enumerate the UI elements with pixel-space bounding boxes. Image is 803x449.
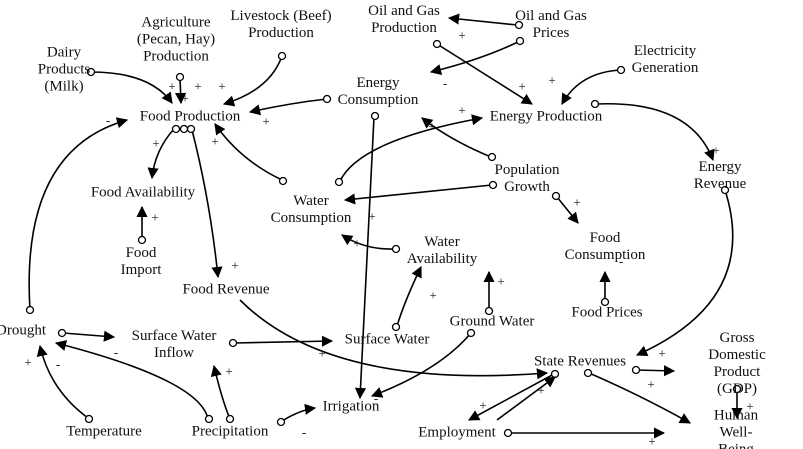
link-food-production-revenue <box>191 129 223 279</box>
node-drought: Drought <box>0 322 46 339</box>
link-drought-inflow <box>62 330 116 342</box>
link-ground-water-irrigation <box>370 332 472 398</box>
link-precipitation-irrigation <box>281 403 317 422</box>
node-energy-revenue: Energy Revenue <box>693 159 747 192</box>
link-prices-production <box>447 13 518 26</box>
node-oil-gas-production: Oil and Gas Production <box>368 3 440 36</box>
node-energy-consumption: Energy Consumption <box>337 75 419 108</box>
sign-plus: + <box>537 382 545 398</box>
sign-plus: + <box>458 102 466 118</box>
sign-plus: + <box>231 257 239 273</box>
node-food-consumption: Food Consumption <box>564 230 646 263</box>
link-employment-state <box>496 376 556 421</box>
sign-plus: + <box>218 78 226 94</box>
sign-plus: + <box>181 90 189 106</box>
node-water-consumption: Water Consumption <box>270 193 352 226</box>
node-food-availability: Food Availability <box>90 184 196 201</box>
node-human-wellbeing: Human Well-Being <box>713 407 759 449</box>
link-livestock-food-production <box>222 55 283 107</box>
sign-plus: + <box>428 118 436 134</box>
node-agriculture-production: Agriculture (Pecan, Hay) Production <box>136 14 216 65</box>
sign-plus: + <box>647 376 655 392</box>
link-population-energy-consumption <box>421 117 492 158</box>
node-surface-water: Surface Water <box>344 331 430 348</box>
link-energy-revenue-state <box>635 189 734 356</box>
node-livestock-production: Livestock (Beef) Production <box>230 8 332 41</box>
sign-plus: + <box>353 235 361 251</box>
sign-plus: + <box>368 208 376 224</box>
link-temperature-drought <box>36 344 89 419</box>
sign-minus: - <box>55 356 61 372</box>
sign-plus: + <box>479 397 487 413</box>
link-oilgas-energy-production <box>436 43 533 105</box>
link-drought-food-production <box>28 117 129 311</box>
node-water-availability: Water Availability <box>406 234 478 267</box>
sign-plus: + <box>518 78 526 94</box>
link-water-consumption-food-production <box>214 123 283 181</box>
sign-plus: + <box>573 194 581 210</box>
sign-plus: + <box>168 78 176 94</box>
link-agriculture-food-production <box>175 77 187 105</box>
link-state-gdp <box>636 365 676 377</box>
sign-minus: - <box>105 112 111 128</box>
sign-minus: - <box>618 253 624 269</box>
node-surface-water-inflow: Surface Water Inflow <box>131 328 217 361</box>
sign-minus: - <box>301 424 307 440</box>
link-state-employment <box>468 373 555 421</box>
sign-plus: + <box>497 273 505 289</box>
node-oil-gas-prices: Oil and Gas Prices <box>515 8 587 41</box>
sign-plus: + <box>429 287 437 303</box>
node-food-production: Food Production <box>139 108 241 125</box>
link-prices-energy-consumption <box>429 41 519 76</box>
sign-plus: + <box>548 72 556 88</box>
link-population-food-consumption <box>556 196 579 224</box>
sign-plus: + <box>24 354 32 370</box>
node-population-growth: Population Growth <box>494 162 560 195</box>
node-state-revenues: State Revenues <box>533 353 627 370</box>
node-precipitation: Precipitation <box>191 423 269 440</box>
sign-minus: - <box>373 390 379 406</box>
node-electricity-generation: Electricity Generation <box>631 43 699 76</box>
node-food-prices: Food Prices <box>571 304 643 321</box>
link-food-production-availability <box>147 128 175 180</box>
link-food-revenue-state <box>239 299 549 380</box>
sign-minus: - <box>442 75 448 91</box>
link-water-availability-consumption <box>341 234 396 250</box>
node-food-import: Food Import <box>120 245 162 278</box>
sign-plus: + <box>712 142 720 158</box>
node-ground-water: Ground Water <box>449 313 535 330</box>
sign-plus: + <box>746 398 754 414</box>
sign-plus: + <box>152 135 160 151</box>
sign-plus: + <box>211 133 219 149</box>
sign-minus: - <box>113 344 119 360</box>
node-irrigation: Irrigation <box>322 398 380 415</box>
link-dairy-food-production <box>90 71 173 104</box>
link-energy-consumption-irrigation <box>354 116 375 400</box>
link-energy-production-revenue <box>595 102 715 162</box>
link-surface-water-availability <box>396 265 422 327</box>
link-energy-consumption-food-production <box>248 98 328 116</box>
link-inflow-surface-water <box>234 335 334 347</box>
node-gdp: Gross Domestic Product (GDP) <box>708 330 766 397</box>
link-state-wellbeing <box>588 372 691 424</box>
node-employment: Employment <box>418 424 496 441</box>
sign-plus: + <box>194 78 202 94</box>
sign-plus: + <box>225 363 233 379</box>
sign-plus: + <box>458 27 466 43</box>
sign-plus: + <box>658 345 666 361</box>
sign-plus: + <box>648 433 656 449</box>
node-dairy-products: Dairy Products (Milk) <box>37 44 91 95</box>
sign-plus: + <box>318 345 326 361</box>
node-energy-production: Energy Production <box>489 108 603 125</box>
link-population-water-consumption <box>343 184 493 205</box>
link-water-consumption-energy-production <box>339 114 484 182</box>
node-temperature: Temperature <box>66 423 142 440</box>
sign-plus: + <box>262 113 270 129</box>
link-precipitation-drought <box>54 340 209 420</box>
node-food-revenue: Food Revenue <box>182 281 270 298</box>
sign-plus: + <box>151 209 159 225</box>
link-electricity-energy-production <box>561 69 622 105</box>
